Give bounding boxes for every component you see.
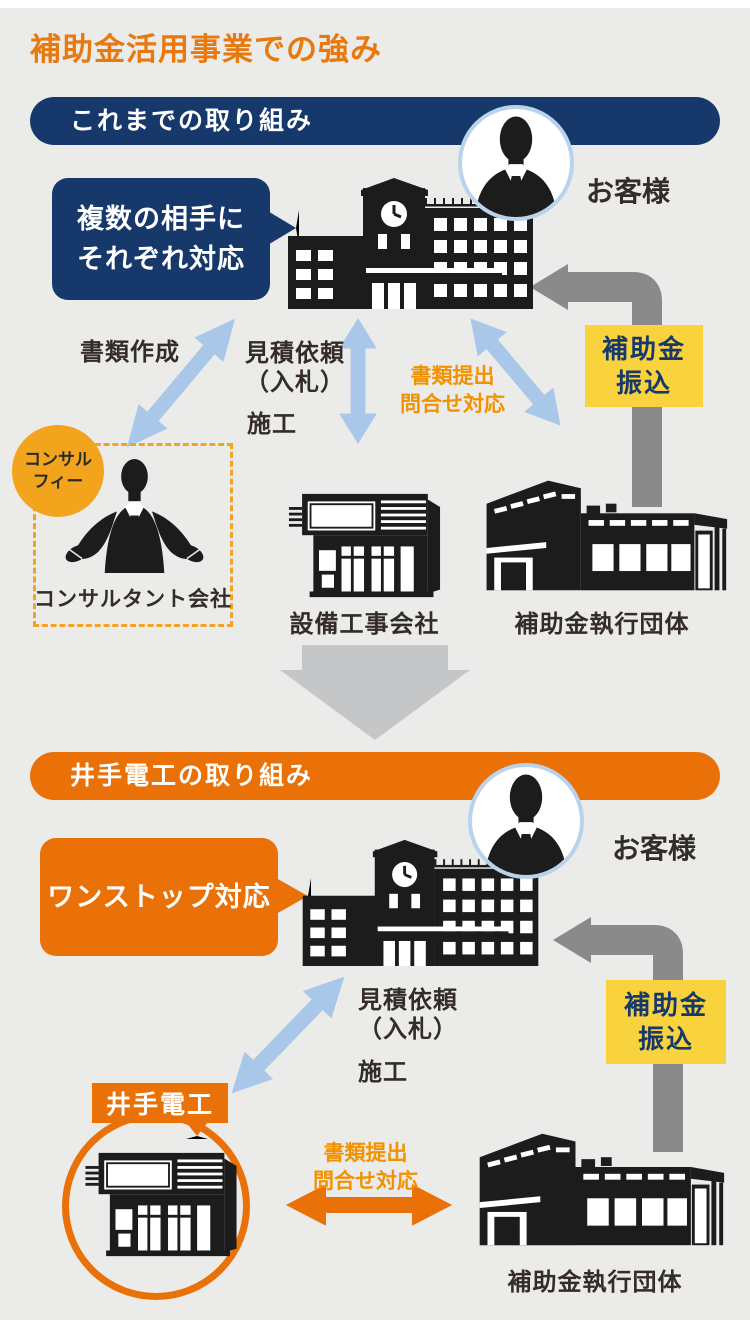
doc-submit-note-2-line-1: 書類提出: [323, 1142, 408, 1165]
subsidy-agency-building-icon-2: [465, 1122, 730, 1254]
consultant-dashed-box: [33, 443, 233, 627]
construction-label-2: 施工: [358, 1059, 408, 1086]
subsidy-transfer-box-2: 補助金 振込: [606, 980, 726, 1064]
subsidy-agency-label-2: 補助金執行団体: [507, 1269, 683, 1296]
callout-line-1: 複数の相手に: [77, 204, 245, 234]
doc-create-arrow: [109, 303, 253, 463]
top-white-strip: [0, 0, 750, 8]
customer-avatar-2: [468, 763, 584, 879]
subsidy-transfer-arrow-2: [551, 912, 701, 1152]
subsidy-transfer-box-1: 補助金 振込: [585, 325, 703, 407]
ide-denko-tag: 井手電工: [92, 1083, 228, 1123]
construction-label-1: 施工: [247, 411, 297, 438]
callout-one-stop: ワンストップ対応: [40, 838, 278, 956]
subsidy-line-2: 振込: [637, 1024, 694, 1054]
subsidy-agency-building-icon-1: [475, 468, 730, 600]
consultant-fee-line-1: コンサル: [24, 450, 92, 469]
callout-line-2: それぞれ対応: [77, 244, 245, 274]
doc-submit-note-1: 書類提出 問合せ対応: [395, 363, 510, 419]
doc-create-label: 書類作成: [80, 339, 180, 366]
subsidy-line-1: 補助金: [623, 990, 708, 1020]
subsidy-line-1: 補助金: [601, 334, 686, 364]
doc-submit-note-1-line-2: 問合せ対応: [400, 393, 505, 416]
consultant-label: コンサルタント会社: [34, 588, 232, 611]
equipment-company-building-icon: [287, 477, 442, 599]
customer-label-2: お客様: [612, 833, 697, 864]
doc-submit-note-2: 書類提出 問合せ対応: [308, 1140, 423, 1196]
businessman-bust-icon: [485, 775, 567, 875]
callout-multiple-parties: 複数の相手に それぞれ対応: [52, 178, 270, 300]
section2-banner: 井手電工の取り組み: [30, 752, 720, 800]
section1-banner: これまでの取り組み: [30, 97, 720, 145]
ide-denko-building-icon: [82, 1136, 240, 1258]
bid-label-1: （入札）: [245, 369, 345, 396]
subsidy-line-2: 振込: [615, 368, 672, 398]
subsidy-transfer-arrow-1: [528, 262, 678, 507]
subsidy-agency-label-1: 補助金執行団体: [514, 611, 690, 638]
equipment-company-label: 設備工事会社: [289, 611, 440, 638]
estimate-label-1: 見積依頼: [245, 340, 345, 367]
doc-submit-note-1-line-1: 書類提出: [410, 365, 495, 388]
section-transition-arrow: [280, 645, 470, 740]
customer-label-1: お客様: [586, 176, 671, 207]
customer-avatar-1: [458, 105, 574, 221]
businessman-bust-icon: [475, 117, 557, 217]
consultant-fee-line-2: フィー: [32, 472, 84, 491]
consultant-fee-badge: コンサル フィー: [12, 425, 104, 517]
bid-label-2: （入札）: [358, 1016, 458, 1043]
doc-submit-note-2-line-2: 問合せ対応: [313, 1170, 418, 1193]
ide-denko-tag-tail: [186, 1122, 208, 1139]
page-title: 補助金活用事業での強み: [30, 32, 382, 67]
estimate-arrow-2: [214, 959, 362, 1110]
estimate-label-2: 見積依頼: [358, 987, 458, 1014]
